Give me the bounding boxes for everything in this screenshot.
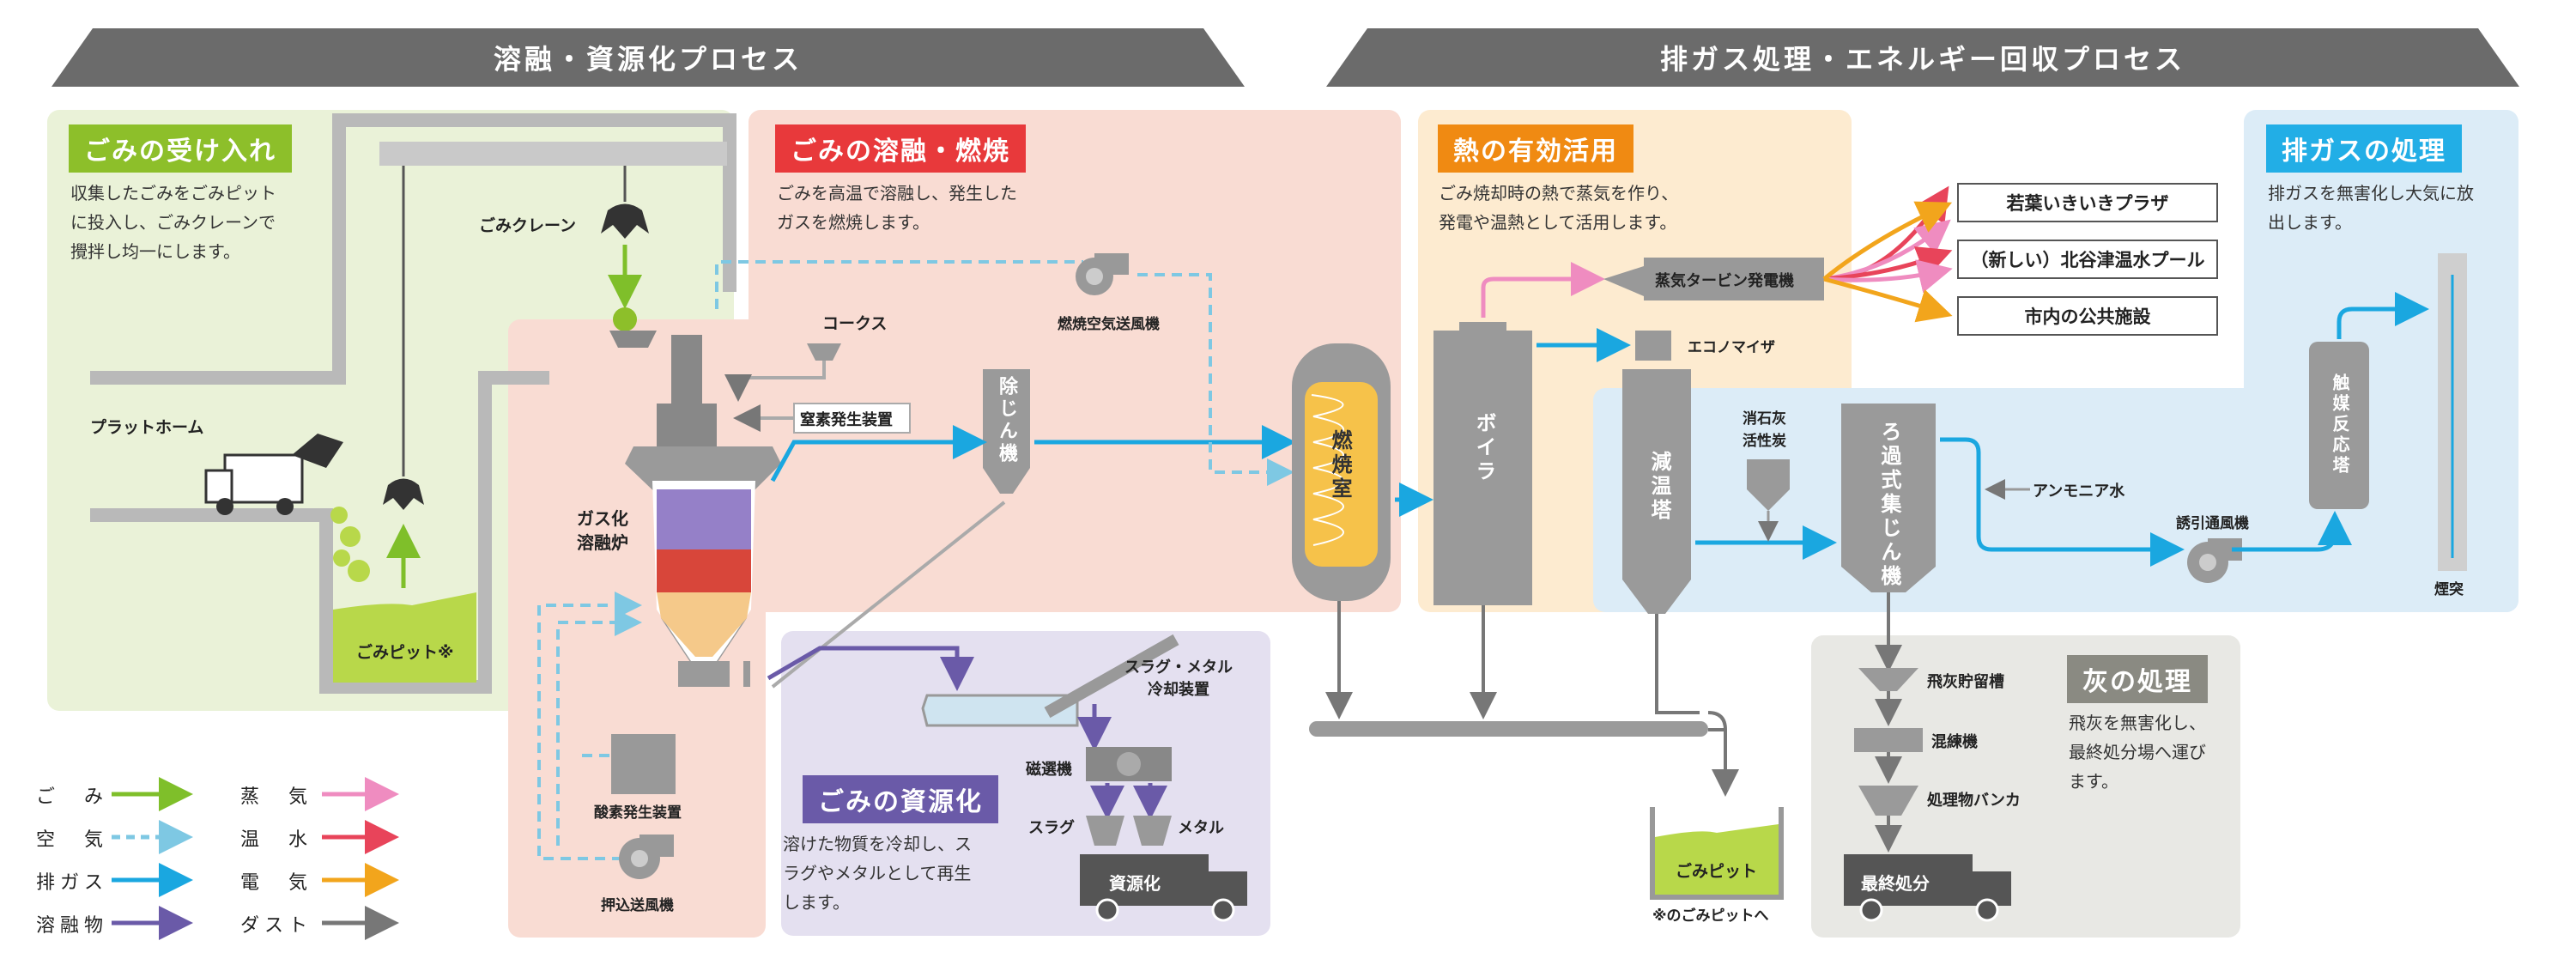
banner-melting-process: 溶融・資源化プロセス bbox=[52, 28, 1245, 87]
label-oxygen: 酸素発生装置 bbox=[594, 804, 682, 822]
label-nitrogen: 窒素発生装置 bbox=[800, 411, 893, 429]
label-platform: プラットホーム bbox=[90, 418, 204, 437]
destination-wakaba-plaza: 若葉いきいきプラザ bbox=[1957, 183, 2218, 222]
lime-silo bbox=[1747, 459, 1790, 511]
legend-electricity: 電 気 bbox=[240, 872, 313, 894]
combustion-chamber bbox=[1292, 343, 1391, 601]
panel-exhaust-top bbox=[2244, 110, 2518, 612]
label-final-truck: 最終処分 bbox=[1861, 873, 1930, 894]
label-combustion-fan: 燃焼空気送風機 bbox=[1058, 316, 1160, 333]
label-push-fan: 押込送風機 bbox=[601, 897, 674, 914]
label-induced-fan: 誘引通風機 bbox=[2176, 515, 2249, 532]
legend-hot-water: 温 水 bbox=[240, 829, 313, 851]
dust-line bbox=[771, 501, 1006, 689]
title-melting: ごみの溶融・燃焼 bbox=[775, 124, 1026, 173]
label-pit2: ごみピット bbox=[1676, 862, 1758, 881]
desc-reception: 収集したごみをごみピットに投入し、ごみクレーンで攪拌し均一にします。 bbox=[70, 183, 276, 262]
legend-air: 空 気 bbox=[36, 829, 109, 851]
label-cooling-tower: 減温塔 bbox=[1647, 451, 1671, 523]
final-disposal-truck-icon bbox=[1844, 854, 2011, 922]
label-furnace: ガス化 溶融炉 bbox=[577, 508, 628, 553]
label-combustion-chamber: 燃焼室 bbox=[1328, 429, 1352, 501]
label-recycle-truck: 資源化 bbox=[1109, 873, 1161, 894]
dust-conveyor bbox=[1309, 721, 1708, 737]
gasification-furnace bbox=[625, 446, 781, 670]
crane-grab-pit-icon bbox=[383, 478, 424, 510]
steam-turbine bbox=[1644, 258, 1824, 300]
label-catalyst: 触媒反応塔 bbox=[2330, 373, 2350, 476]
desc-heat: ごみ焼却時の熱で蒸気を作り、発電や温熱として活用します。 bbox=[1439, 183, 1679, 233]
label-kneader: 混練機 bbox=[1931, 733, 1978, 751]
label-magnet: 磁選機 bbox=[1026, 761, 1072, 779]
label-bag-filter: ろ過式集じん機 bbox=[1877, 421, 1901, 589]
push-fan-icon bbox=[619, 835, 674, 879]
fly-ash-tank bbox=[1858, 668, 1918, 691]
banner-energy-process: 排ガス処理・エネルギー回収プロセス bbox=[1326, 28, 2519, 87]
pit2-garbage bbox=[1655, 824, 1779, 895]
building-wall bbox=[90, 113, 736, 385]
title-reception: ごみの受け入れ bbox=[69, 124, 292, 173]
crane-rail bbox=[379, 142, 727, 166]
label-dust-remover: 除じん機 bbox=[996, 376, 1017, 465]
destination-public-facilities: 市内の公共施設 bbox=[1957, 296, 2218, 336]
label-slag: スラグ bbox=[1028, 819, 1075, 837]
label-economizer: エコノマイザ bbox=[1688, 339, 1775, 356]
label-slag-cooler: スラグ・メタル 冷却装置 bbox=[1124, 659, 1233, 699]
desc-recycle: 溶けた物質を冷却し、スラグやメタルとして再生します。 bbox=[783, 834, 972, 913]
title-ash: 灰の処理 bbox=[2067, 655, 2208, 703]
economizer bbox=[1635, 331, 1671, 361]
legend-exhaust: 排ガス bbox=[36, 872, 109, 894]
label-ammonia: アンモニア水 bbox=[2033, 482, 2125, 501]
crane-grab-icon bbox=[601, 203, 649, 239]
label-lime: 消石灰 活性炭 bbox=[1743, 410, 1786, 450]
label-metal: メタル bbox=[1178, 819, 1224, 837]
label-chimney: 煙突 bbox=[2434, 581, 2464, 598]
pit-garbage bbox=[333, 592, 476, 683]
bag-filter bbox=[1841, 404, 1936, 567]
legend-garbage: ご み bbox=[36, 786, 109, 808]
oxygen-generator bbox=[611, 734, 676, 794]
legend-molten: 溶融物 bbox=[36, 915, 109, 937]
cooling-tower bbox=[1622, 369, 1691, 580]
catalyst-tower bbox=[2309, 342, 2369, 509]
desc-exhaust: 排ガスを無害化し大気に放出します。 bbox=[2268, 183, 2474, 233]
desc-ash: 飛灰を無害化し、最終処分場へ運びます。 bbox=[2069, 713, 2206, 792]
label-bunker: 処理物バンカ bbox=[1927, 792, 2021, 810]
label-pit: ごみピット※ bbox=[356, 643, 454, 662]
label-fly-ash: 飛灰貯留槽 bbox=[1927, 673, 2004, 691]
title-recycle: ごみの資源化 bbox=[803, 775, 998, 823]
label-pit2-note: ※のごみピットへ bbox=[1652, 907, 1769, 925]
legend-steam: 蒸 気 bbox=[240, 786, 313, 808]
garbage-truck-icon bbox=[204, 434, 343, 515]
label-crane: ごみクレーン bbox=[479, 216, 577, 235]
label-coke: コークス bbox=[822, 314, 888, 333]
bunker bbox=[1858, 786, 1918, 816]
label-turbine: 蒸気タービン発電機 bbox=[1655, 272, 1794, 290]
boiler bbox=[1433, 331, 1532, 605]
kneader bbox=[1854, 728, 1923, 752]
recycle-truck-icon bbox=[1080, 854, 1247, 922]
title-heat: 熱の有効活用 bbox=[1438, 124, 1633, 173]
title-exhaust: 排ガスの処理 bbox=[2266, 124, 2462, 173]
pit-wall bbox=[90, 371, 549, 694]
desc-melting: ごみを高温で溶融し、発生したガスを燃焼します。 bbox=[777, 183, 1017, 233]
induced-fan-icon bbox=[2187, 538, 2242, 583]
destination-pool: （新しい）北谷津温水プール bbox=[1957, 240, 2218, 279]
legend-dust: ダスト bbox=[240, 915, 313, 937]
label-boiler: ボイラ bbox=[1472, 412, 1496, 484]
combustion-fan-icon bbox=[1076, 253, 1129, 295]
